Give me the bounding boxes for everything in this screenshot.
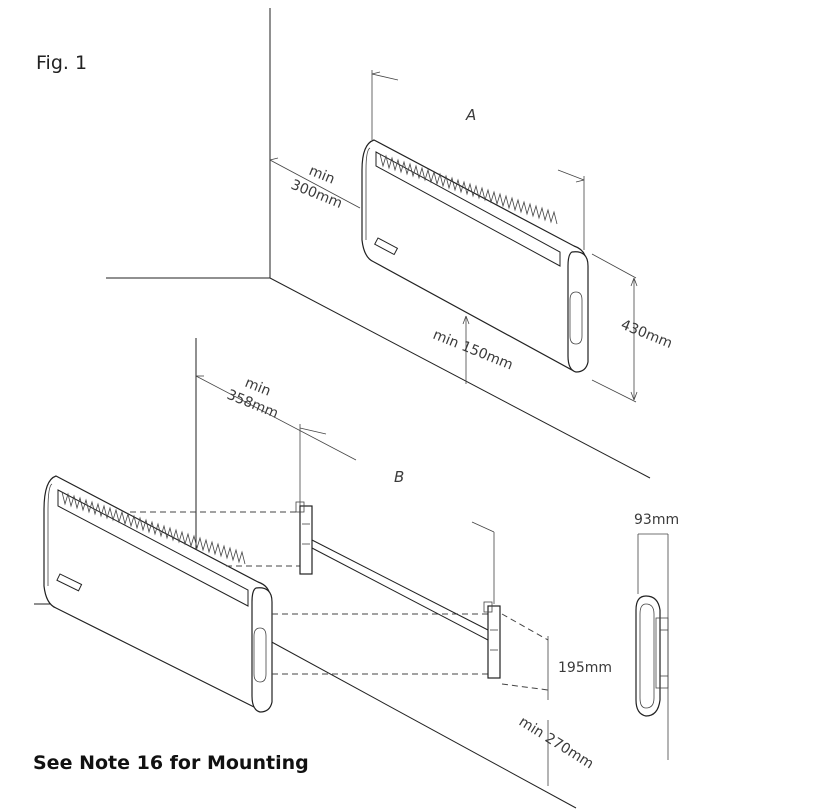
- view-a-label: A: [465, 106, 476, 124]
- height-a-label: 430mm: [619, 317, 675, 352]
- view-b-label: B: [394, 468, 404, 486]
- side-clearance-b-dimension: [195, 375, 357, 510]
- dimension-a-width: [371, 70, 585, 250]
- wall-corner-a: [106, 8, 651, 479]
- side-clearance-a-value: 300mm: [289, 177, 345, 212]
- figure-label: Fig. 1: [36, 52, 88, 74]
- dimension-b-width: [299, 427, 495, 604]
- side-clearance-a-dimension: [269, 157, 361, 209]
- heater-b: [43, 475, 273, 713]
- side-view-depth-label: 93mm: [634, 512, 679, 528]
- floor-clearance-a-dimension: [462, 315, 470, 384]
- floor-clearance-a-label: min 150mm: [431, 327, 516, 374]
- projection-lines: [130, 511, 549, 691]
- bracket-height-label: 195mm: [558, 660, 612, 676]
- heater-a: [361, 139, 589, 373]
- mounting-note: See Note 16 for Mounting: [33, 752, 309, 774]
- side-view: [635, 533, 669, 760]
- floor-clearance-b-label: min 270mm: [516, 714, 596, 773]
- height-a-dimension: [591, 253, 638, 403]
- wall-bracket: [295, 501, 501, 679]
